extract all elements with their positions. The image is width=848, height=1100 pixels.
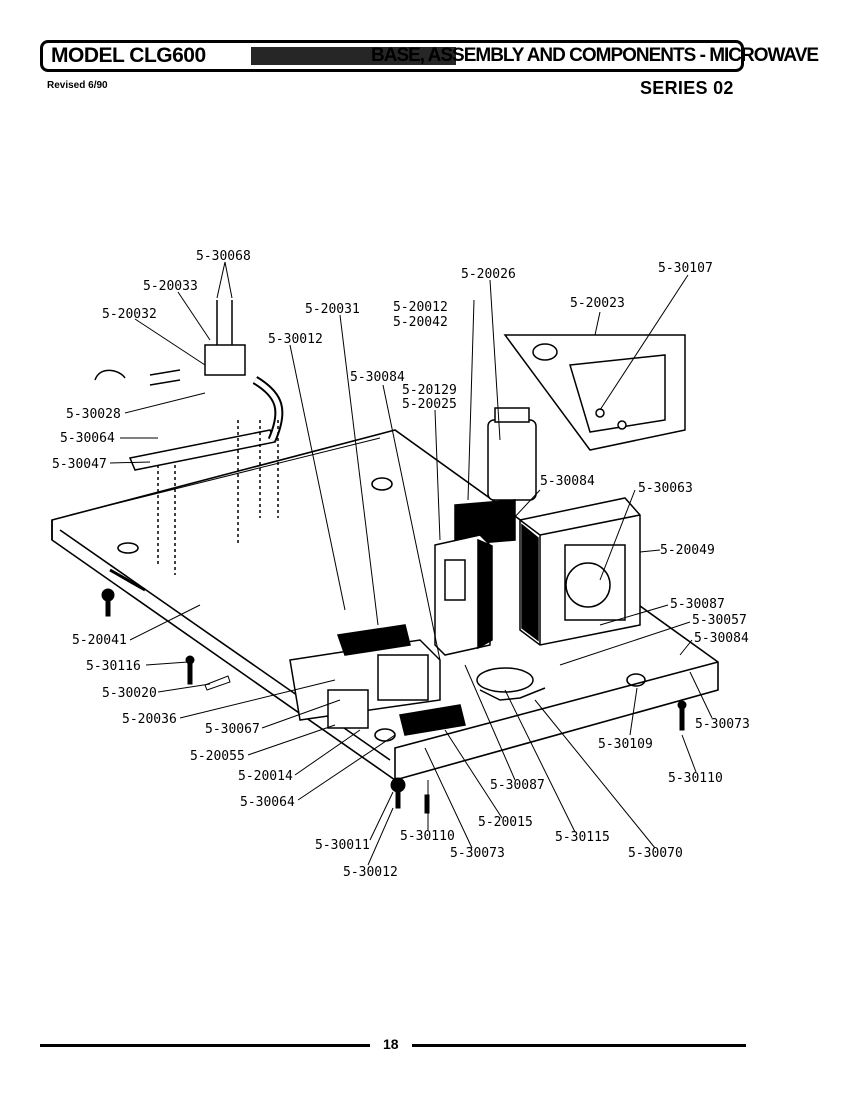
callout-label: 5-30068 [196,249,251,264]
print-smear [251,47,456,65]
transformer [519,497,641,646]
revised-date: Revised 6/90 [47,80,108,91]
callout-label: 5-30057 [692,613,747,628]
callout-label: 5-30012 [268,332,323,347]
callout-label: 5-20041 [72,633,127,648]
callout-label: 5-30107 [658,261,713,276]
callout-label: 5-30070 [628,846,683,861]
callout-label: 5-20023 [570,296,625,311]
cover-plate [503,334,686,451]
callout-label: 5-20049 [660,543,715,558]
part-labels: 5-30068 5-20033 5-20032 5-20031 5-30012 … [52,249,750,880]
callout-label: 5-30110 [400,829,455,844]
callout-label: 5-30047 [52,457,107,472]
leader-lines [109,261,713,866]
callout-label: 5-30084 [694,631,749,646]
callout-label: 5-20025 [402,397,457,412]
callout-label: 5-30028 [66,407,121,422]
page-number: 18 [383,1036,399,1052]
callout-label: 5-30084 [350,370,405,385]
small-fasteners [101,588,687,814]
callout-label: 5-20026 [461,267,516,282]
callout-label: 5-30064 [240,795,295,810]
callout-label: 5-20033 [143,279,198,294]
callout-label: 5-30073 [450,846,505,861]
callout-label: 5-30110 [668,771,723,786]
magnetron [434,534,493,656]
callout-label: 5-30084 [540,474,595,489]
model-title: MODEL CLG600 [51,44,206,67]
series-label: SERIES 02 [640,78,734,98]
rail-assembly [94,300,284,575]
callout-label: 5-20055 [190,749,245,764]
footer-rule-right [412,1044,746,1047]
callout-label: 5-20015 [478,815,533,830]
callout-label: 5-20036 [122,712,177,727]
callout-label: 5-30116 [86,659,141,674]
base-plate [51,429,719,781]
callout-label: 5-30115 [555,830,610,845]
header-bar: MODEL CLG600 BASE, ASSEMBLY AND COMPONEN… [40,40,819,72]
callout-label: 5-30087 [670,597,725,612]
section-title: BASE, ASSEMBLY AND COMPONENTS - MICROWAV… [251,43,819,69]
callout-label: 5-30011 [315,838,370,853]
callout-label: 5-30063 [638,481,693,496]
callout-label: 5-30087 [490,778,545,793]
callout-label: 5-20014 [238,769,293,784]
section-title-text: BASE, ASSEMBLY AND COMPONENTS - MICROWAV… [371,45,819,66]
callout-label: 5-20042 [393,315,448,330]
callout-label: 5-30012 [343,865,398,880]
callout-label: 5-30067 [205,722,260,737]
callout-label: 5-20031 [305,302,360,317]
callout-label: 5-30020 [102,686,157,701]
footer-rule-left [40,1044,370,1047]
callout-label: 5-20032 [102,307,157,322]
callout-label: 5-30064 [60,431,115,446]
fan-motor [289,624,546,736]
callout-label: 5-20129 [402,383,457,398]
callout-label: 5-20012 [393,300,448,315]
callout-label: 5-30073 [695,717,750,732]
callout-label: 5-30109 [598,737,653,752]
